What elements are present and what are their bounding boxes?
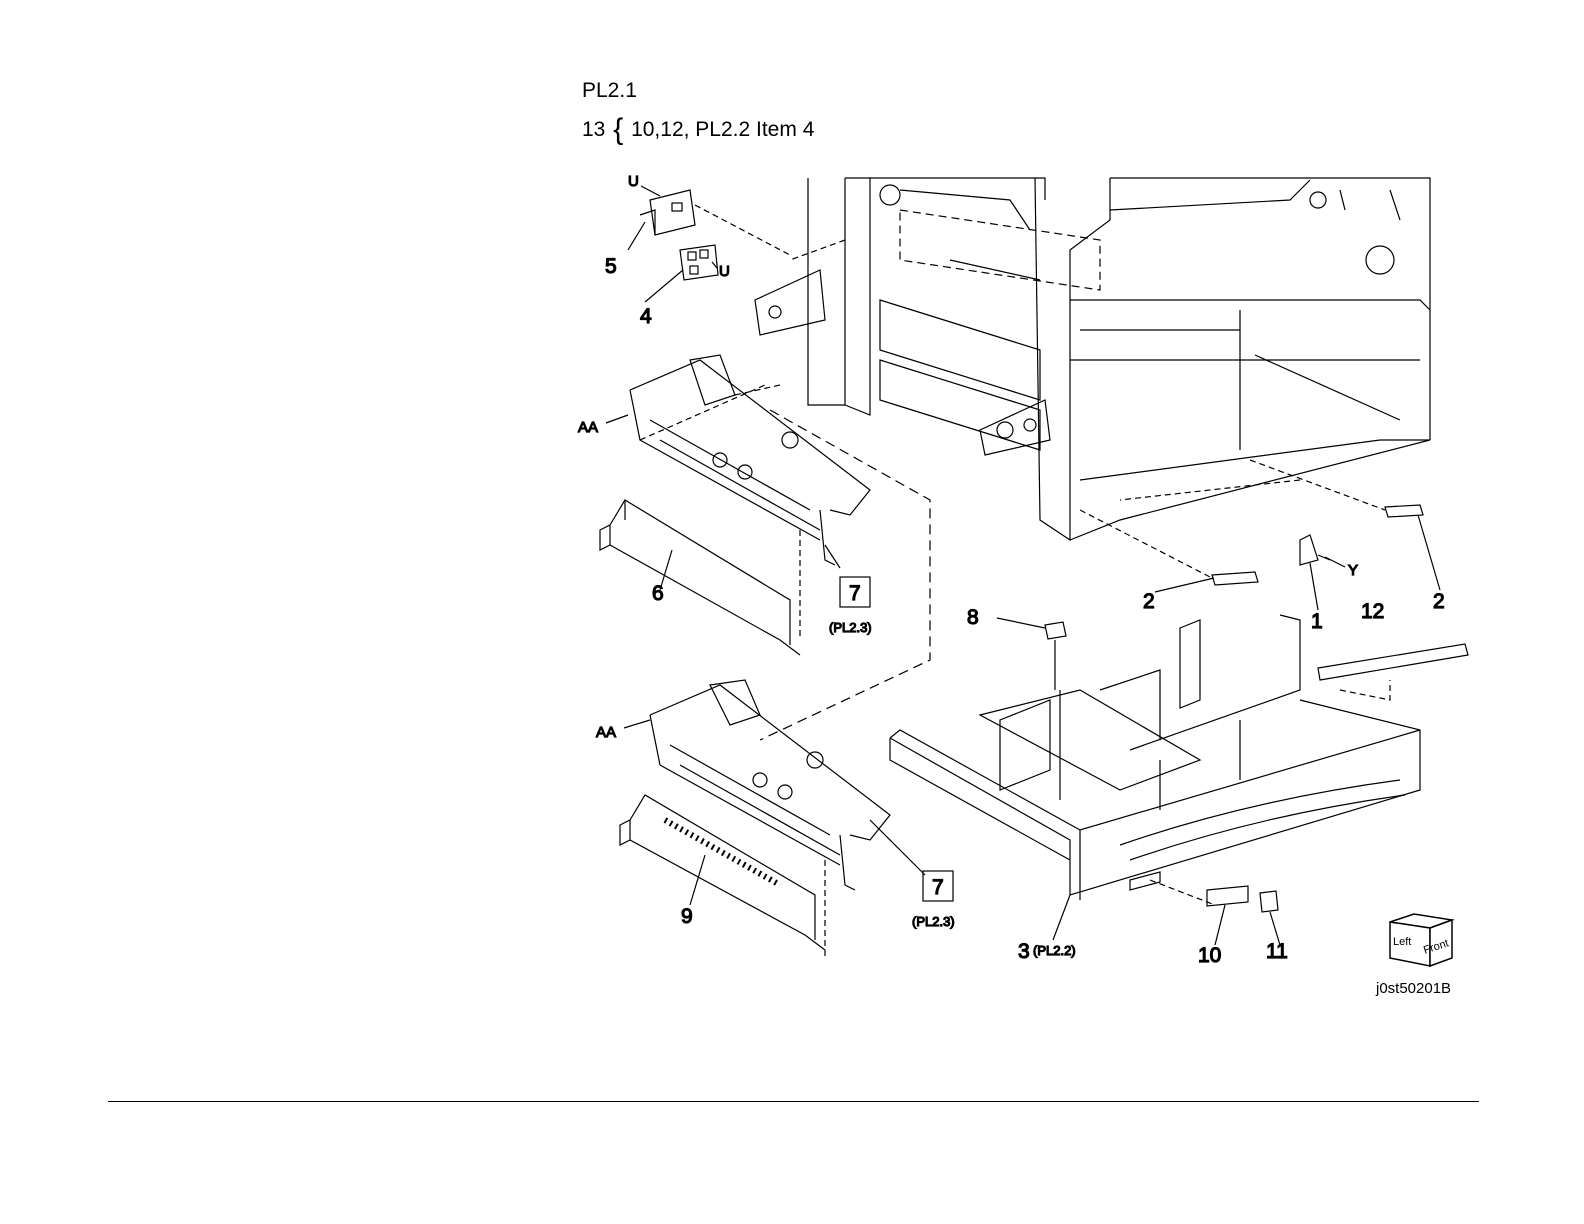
part-2-bracket-left: [1080, 510, 1258, 585]
ref-pl23-upper: (PL2.3): [829, 620, 872, 635]
connector-u-lower: U: [719, 263, 730, 280]
callout-5: 5: [605, 255, 617, 278]
footer-rule: [108, 1101, 1479, 1102]
figure-id: j0st50201B: [1376, 980, 1451, 997]
part-6-cover: [600, 500, 800, 655]
callout-2-left: 2: [1143, 590, 1155, 613]
connector-y: Y: [1348, 562, 1358, 579]
ref-pl23-lower: (PL2.3): [912, 914, 955, 929]
part-2-bracket-right: [1250, 460, 1423, 517]
callout-12: 12: [1361, 600, 1384, 623]
connector-aa-upper: AA: [578, 419, 598, 436]
part-8-pad: [1045, 622, 1066, 690]
callout-9: 9: [681, 905, 693, 928]
main-frame-assembly: [755, 178, 1430, 540]
callout-7-upper: 7: [849, 582, 861, 605]
upper-feeder-assembly: [630, 355, 930, 740]
orientation-left: Left: [1393, 936, 1411, 948]
part-10-label: [1207, 886, 1248, 906]
part-3-paper-tray: [890, 615, 1420, 905]
part-11-label: [1260, 891, 1278, 912]
connector-aa-lower: AA: [596, 724, 616, 741]
callout-8: 8: [967, 606, 979, 629]
callout-7-lower: 7: [932, 876, 944, 899]
callout-2-right: 2: [1433, 590, 1445, 613]
part-9-vented-cover: [620, 795, 825, 950]
callout-11: 11: [1266, 940, 1288, 963]
callout-3: 3: [1018, 940, 1030, 963]
callout-10: 10: [1198, 944, 1221, 967]
callout-4: 4: [640, 305, 652, 328]
connector-u-upper: U: [628, 173, 639, 190]
ref-pl22: (PL2.2): [1033, 943, 1076, 958]
callout-1: 1: [1311, 610, 1323, 633]
callout-6: 6: [652, 582, 664, 605]
orientation-cube-icon: Left Front: [1386, 912, 1456, 970]
part-12-label: [1318, 644, 1468, 700]
